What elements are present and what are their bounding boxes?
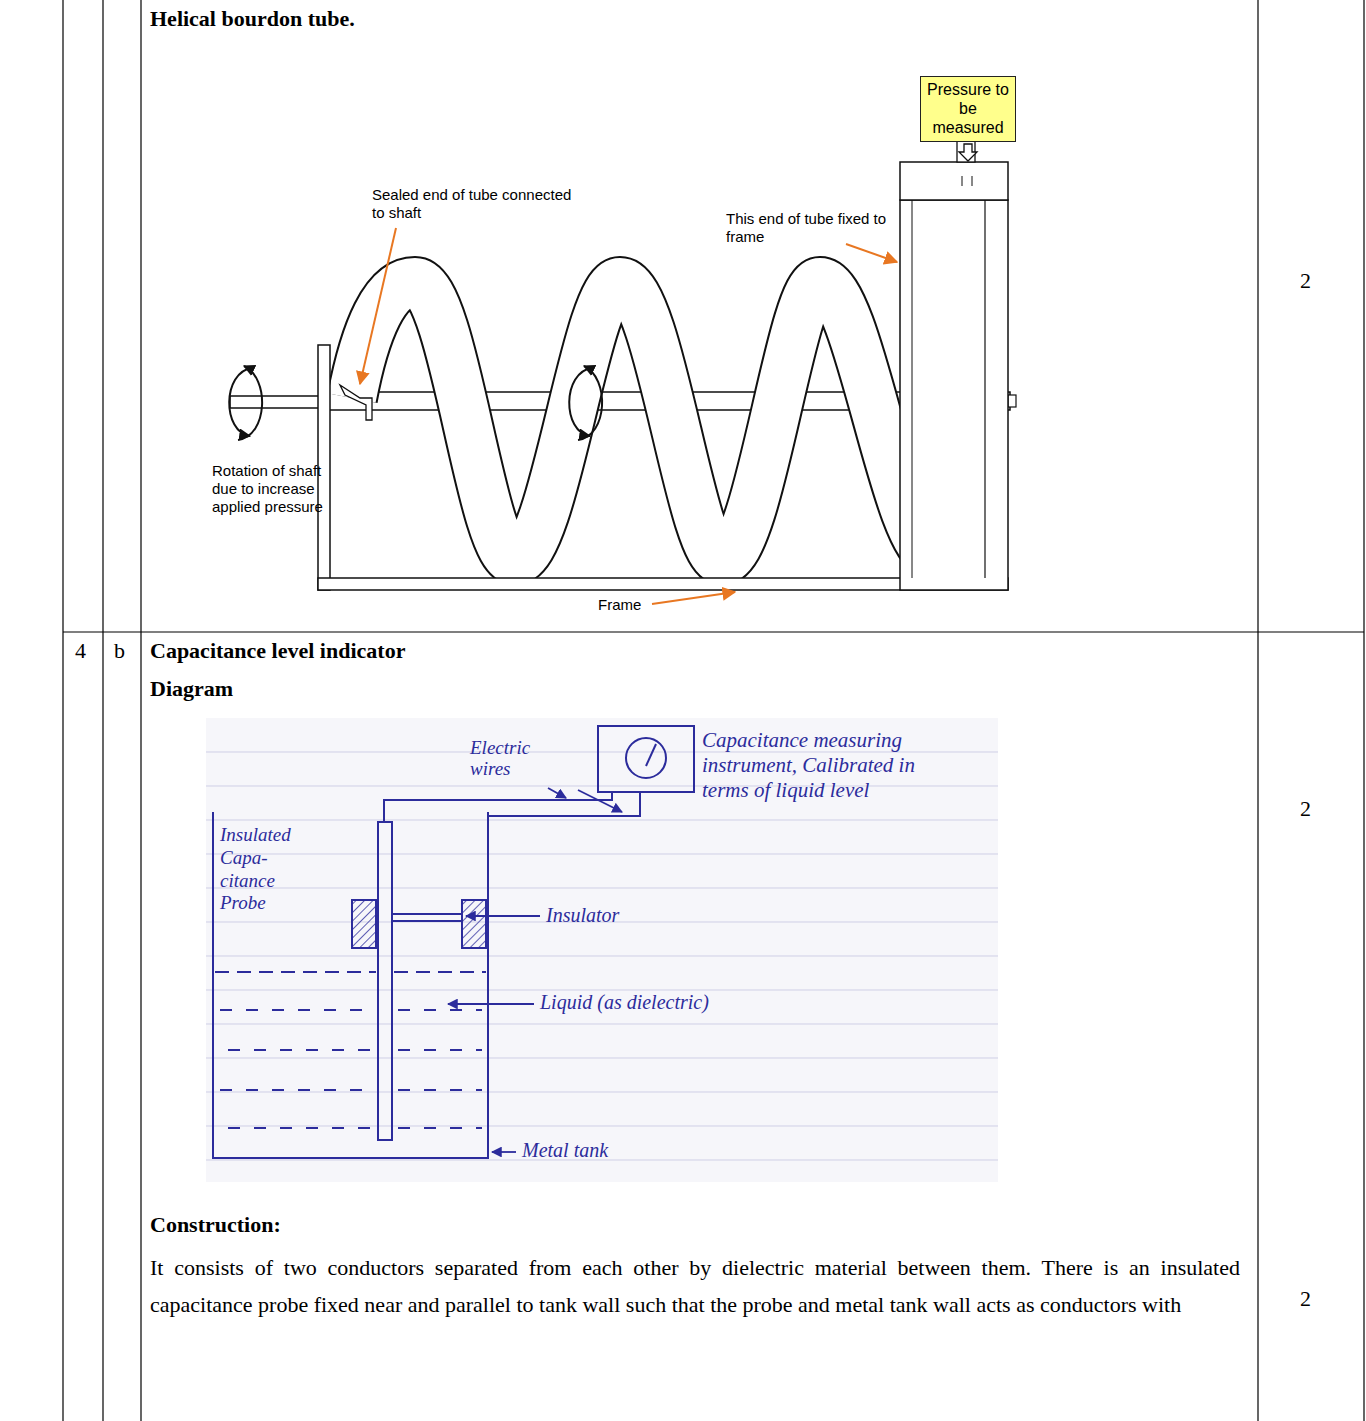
handwritten-label: Liquid (as dielectric) [540, 990, 709, 1014]
callout-label: This end of tube fixed to frame [726, 210, 896, 246]
callout-label: Sealed end of tube connected to shaft [372, 186, 572, 222]
section-heading: Capacitance level indicator [150, 638, 405, 664]
callout-label: Frame [598, 596, 641, 614]
bourdon-illustration [229, 140, 1016, 604]
marks-number: 2 [1300, 268, 1311, 294]
handwritten-label: Capacitance measuring instrument, Calibr… [702, 728, 932, 804]
sub-heading: Construction: [150, 1212, 281, 1238]
handwritten-label: Insulator [546, 903, 619, 927]
marks-number: 2 [1300, 1286, 1311, 1312]
question-number: 4 [75, 638, 86, 664]
marks-number: 2 [1300, 796, 1311, 822]
box-text: Pressure to be measured [926, 80, 1010, 138]
capacitance-sketch [206, 718, 998, 1182]
dynamic-artwork [959, 144, 977, 161]
pressure-arrow [959, 144, 977, 161]
body-paragraph: It consists of two conductors separated … [150, 1250, 1240, 1324]
table-grid [63, 0, 1364, 1421]
callout-label: Rotation of shaft due to increase applie… [212, 462, 347, 516]
sub-question-letter: b [114, 638, 125, 664]
section-heading: Helical bourdon tube. [150, 6, 355, 32]
handwritten-label: Metal tank [522, 1138, 608, 1162]
sub-heading: Diagram [150, 676, 233, 702]
handwritten-label: Electric wires [470, 738, 550, 780]
handwritten-label: Insulated Capa- citance Probe [220, 824, 315, 915]
process-box: Pressure to be measured [920, 76, 1016, 142]
